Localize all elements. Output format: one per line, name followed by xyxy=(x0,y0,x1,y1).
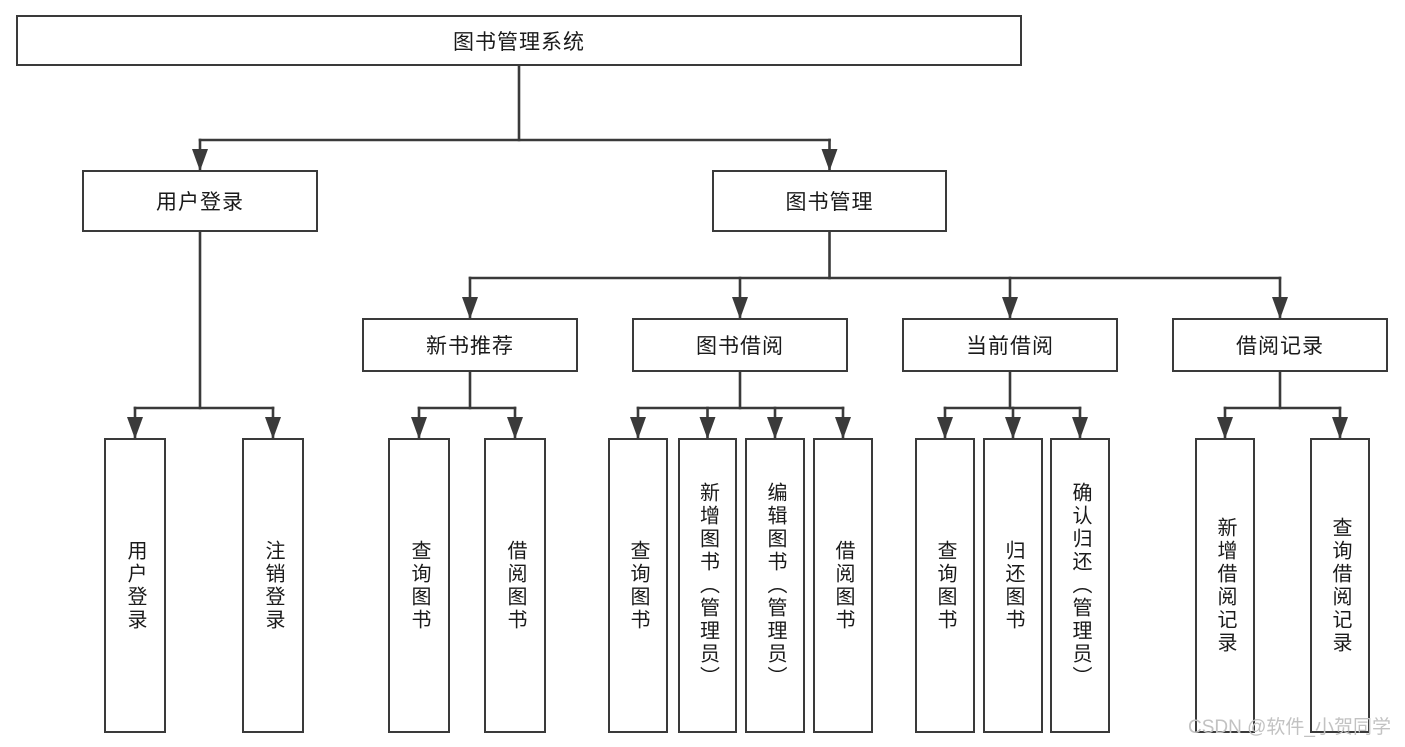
leaf-query-borrow-record[interactable]: 查询借阅记录 xyxy=(1310,438,1370,733)
node-book-management[interactable]: 图书管理 xyxy=(712,170,947,232)
node-label: 查询图书 xyxy=(934,539,956,632)
node-label: 确认归还（管理员） xyxy=(1069,482,1091,689)
node-label: 当前借阅 xyxy=(966,335,1054,358)
leaf-borrow-book-recommend[interactable]: 借阅图书 xyxy=(484,438,546,733)
leaf-edit-book-admin[interactable]: 编辑图书（管理员） xyxy=(745,438,805,733)
node-label: 借阅图书 xyxy=(832,539,854,632)
node-label: 查询图书 xyxy=(627,539,649,632)
node-label: 用户登录 xyxy=(156,191,244,214)
leaf-query-book-recommend[interactable]: 查询图书 xyxy=(388,438,450,733)
node-current-borrow[interactable]: 当前借阅 xyxy=(902,318,1118,372)
node-label: 编辑图书（管理员） xyxy=(764,482,786,689)
node-label: 借阅图书 xyxy=(504,539,526,632)
leaf-borrow-book[interactable]: 借阅图书 xyxy=(813,438,873,733)
node-borrow-record[interactable]: 借阅记录 xyxy=(1172,318,1388,372)
node-label: 新书推荐 xyxy=(426,335,514,358)
node-label: 注销登录 xyxy=(262,539,284,632)
leaf-add-borrow-record[interactable]: 新增借阅记录 xyxy=(1195,438,1255,733)
node-label: 归还图书 xyxy=(1002,539,1024,632)
node-book-borrow[interactable]: 图书借阅 xyxy=(632,318,848,372)
leaf-query-book-borrow[interactable]: 查询图书 xyxy=(608,438,668,733)
node-label: 借阅记录 xyxy=(1236,335,1324,358)
node-label: 新增图书（管理员） xyxy=(696,482,719,689)
node-label: 新增借阅记录 xyxy=(1214,516,1236,655)
leaf-confirm-return-admin[interactable]: 确认归还（管理员） xyxy=(1050,438,1110,733)
node-label: 图书管理 xyxy=(785,191,874,214)
node-label: 查询图书 xyxy=(408,539,430,632)
node-user-login[interactable]: 用户登录 xyxy=(82,170,318,232)
node-new-book-recommend[interactable]: 新书推荐 xyxy=(362,318,578,372)
node-root[interactable]: 图书管理系统 xyxy=(16,15,1022,66)
node-label: 图书管理系统 xyxy=(453,30,585,54)
leaf-return-book[interactable]: 归还图书 xyxy=(983,438,1043,733)
leaf-add-book-admin[interactable]: 新增图书（管理员） xyxy=(678,438,737,733)
node-label: 查询借阅记录 xyxy=(1329,516,1351,655)
csdn-watermark: CSDN @软件_小贺同学 xyxy=(1188,717,1391,738)
leaf-query-book-current[interactable]: 查询图书 xyxy=(915,438,975,733)
node-label: 图书借阅 xyxy=(696,335,784,358)
node-label: 用户登录 xyxy=(124,539,146,632)
leaf-user-login[interactable]: 用户登录 xyxy=(104,438,166,733)
leaf-logout-login[interactable]: 注销登录 xyxy=(242,438,304,733)
